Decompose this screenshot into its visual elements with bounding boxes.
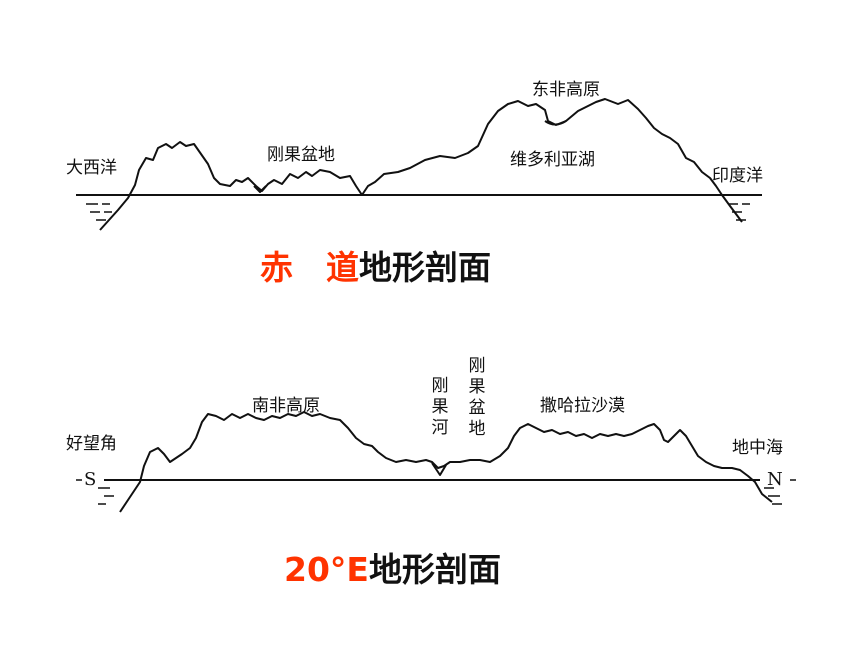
equator-profile bbox=[76, 98, 762, 231]
meridian-profile-title: 20°E地形剖面 bbox=[284, 550, 501, 590]
meridian-terrain-line bbox=[119, 411, 773, 513]
label-south-africa-plateau: 南非高原 bbox=[252, 396, 320, 416]
equator-terrain-line bbox=[99, 98, 743, 231]
meridian-profile bbox=[104, 411, 773, 513]
label-congo-river: 刚果河 bbox=[431, 376, 449, 438]
title-rest: 地形剖面 bbox=[359, 248, 491, 287]
label-cape-of-good-hope: 好望角 bbox=[66, 434, 117, 454]
equator-water-marks bbox=[86, 203, 750, 221]
south-marker: S bbox=[84, 469, 97, 490]
meridian-water-marks bbox=[76, 479, 796, 505]
label-lake-victoria: 维多利亚湖 bbox=[510, 150, 595, 170]
north-marker: N bbox=[767, 469, 783, 490]
label-indian-ocean: 印度洋 bbox=[712, 166, 763, 186]
equator-profile-title: 赤 道地形剖面 bbox=[260, 248, 491, 288]
label-congo-basin: 刚果盆地 bbox=[267, 145, 335, 165]
label-mediterranean-sea: 地中海 bbox=[732, 438, 783, 458]
congo-river-dip bbox=[431, 462, 447, 476]
label-sahara-desert: 撒哈拉沙漠 bbox=[540, 396, 625, 416]
label-east-africa-plateau: 东非高原 bbox=[532, 80, 600, 100]
title-highlight: 20°E bbox=[284, 550, 369, 589]
victoria-lake-dip bbox=[544, 120, 567, 126]
label-congo-basin-vertical: 刚果盆地 bbox=[468, 356, 486, 439]
title-highlight: 赤 道 bbox=[260, 248, 359, 287]
title-rest: 地形剖面 bbox=[368, 550, 501, 589]
label-atlantic-ocean: 大西洋 bbox=[66, 158, 117, 178]
congo-basin-dip-1 bbox=[253, 185, 267, 193]
